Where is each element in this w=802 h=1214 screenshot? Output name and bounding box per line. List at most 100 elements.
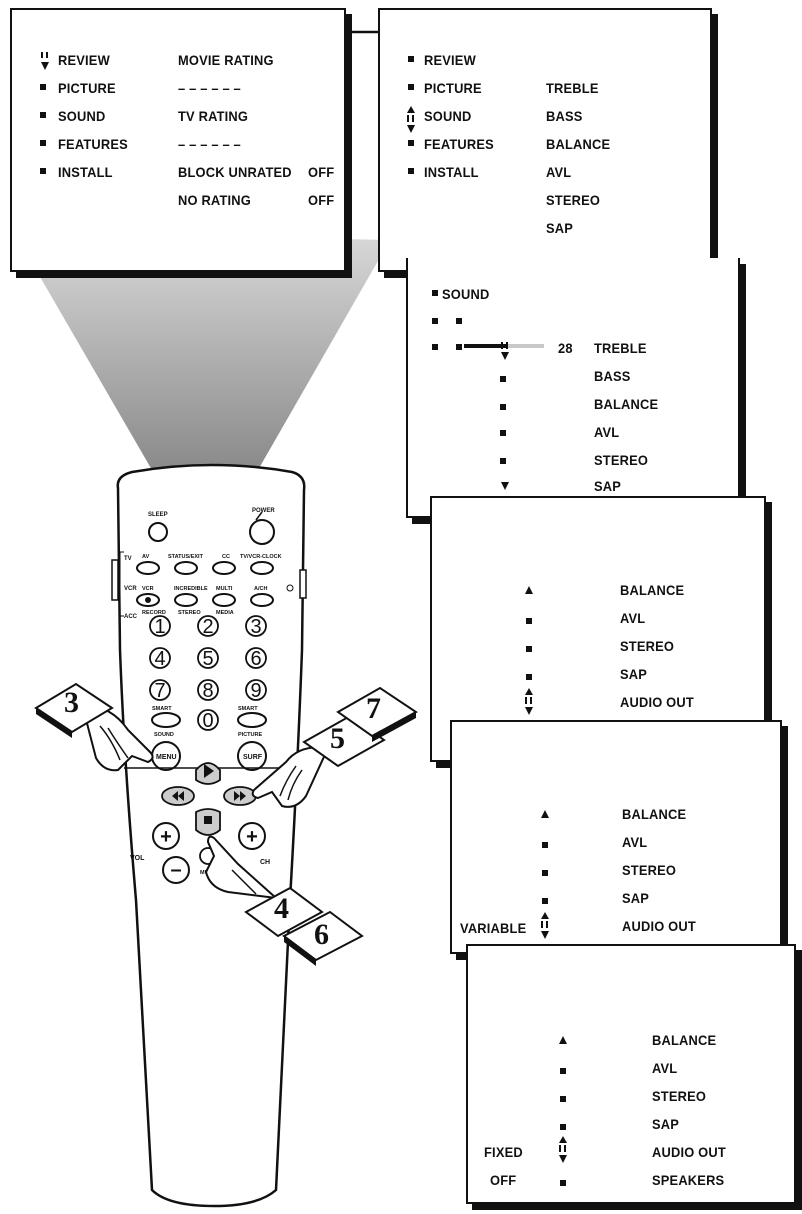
menu-item-features[interactable]: FEATURES	[58, 136, 128, 152]
audio-out-fixed-panel: BALANCE AVL STEREO SAP FIXED AUDIO OUT O…	[466, 944, 796, 1204]
tv-vcr-clock-button[interactable]	[250, 561, 274, 575]
volume-up-button[interactable]	[152, 822, 180, 850]
audio-item-avl[interactable]: AVL	[622, 834, 648, 850]
treble-level-bar[interactable]	[464, 344, 544, 348]
scroll-updown-icon	[406, 106, 416, 133]
smart-sound-button[interactable]	[151, 712, 181, 728]
volume-down-icon: –	[170, 859, 181, 881]
power-label: POWER	[252, 508, 275, 514]
menu-item-review[interactable]: REVIEW	[58, 52, 110, 68]
submenu-item-treble[interactable]: TREBLE	[546, 80, 599, 96]
audio-item-balance[interactable]: BALANCE	[622, 806, 687, 822]
incredible-stereo-button[interactable]	[174, 593, 198, 607]
audio-item-avl[interactable]: AVL	[652, 1060, 678, 1076]
smart-picture-top-label: SMART	[238, 706, 258, 712]
media-label: MEDIA	[216, 610, 234, 616]
digit-2-button[interactable]	[197, 615, 219, 637]
movie-rating-label[interactable]: MOVIE RATING	[178, 52, 274, 68]
scroll-up-icon	[524, 584, 534, 606]
sound-item-stereo[interactable]: STEREO	[594, 452, 649, 468]
audio-item-sap[interactable]: SAP	[652, 1116, 680, 1132]
menu-item-install[interactable]: INSTALL	[58, 164, 113, 180]
menu-item-picture[interactable]: PICTURE	[424, 80, 482, 96]
bullet	[500, 430, 506, 436]
side-switch[interactable]	[111, 559, 119, 601]
no-rating-label[interactable]: NO RATING	[178, 192, 251, 208]
menu-item-picture[interactable]: PICTURE	[58, 80, 116, 96]
bullet	[500, 404, 506, 410]
step-number-5: 5	[330, 722, 345, 755]
digit-1: 1	[154, 616, 165, 638]
sleep-label: SLEEP	[148, 512, 168, 518]
av-button[interactable]	[136, 561, 160, 575]
audio-item-audio-out[interactable]: AUDIO OUT	[622, 918, 696, 934]
audio-item-audio-out[interactable]: AUDIO OUT	[652, 1144, 726, 1160]
digit-8-button[interactable]	[197, 679, 219, 701]
menu-item-features[interactable]: FEATURES	[424, 136, 494, 152]
bullet	[542, 898, 548, 904]
light-icon	[286, 584, 294, 592]
submenu-item-stereo[interactable]: STEREO	[546, 192, 601, 208]
channel-up-button[interactable]	[238, 822, 266, 850]
audio-item-audio-out[interactable]: AUDIO OUT	[620, 694, 694, 710]
digit-9-button[interactable]	[245, 679, 267, 701]
sleep-button[interactable]	[148, 522, 168, 542]
side-switch-right[interactable]	[299, 569, 307, 599]
surf-button[interactable]	[237, 741, 267, 771]
audio-item-avl[interactable]: AVL	[620, 610, 646, 626]
digit-6-button[interactable]	[245, 647, 267, 669]
digit-1-button[interactable]	[149, 615, 171, 637]
bullet	[40, 140, 46, 146]
audio-item-sap[interactable]: SAP	[620, 666, 648, 682]
digit-0-button[interactable]	[197, 709, 219, 731]
bullet	[40, 84, 46, 90]
scroll-down-icon	[500, 480, 510, 502]
menu-item-sound[interactable]: SOUND	[58, 108, 106, 124]
sound-item-avl[interactable]: AVL	[594, 424, 620, 440]
audio-item-balance[interactable]: BALANCE	[620, 582, 685, 598]
cc-button[interactable]	[212, 561, 236, 575]
ach-button[interactable]	[250, 593, 274, 607]
submenu-item-sap[interactable]: SAP	[546, 220, 574, 236]
step-number-3: 3	[64, 686, 79, 719]
power-button[interactable]	[249, 519, 275, 545]
step-number-4: 4	[274, 892, 289, 925]
digit-4-button[interactable]	[149, 647, 171, 669]
digit-5-button[interactable]	[197, 647, 219, 669]
bullet	[542, 870, 548, 876]
tv-rating-label[interactable]: TV RATING	[178, 108, 249, 124]
audio-item-stereo[interactable]: STEREO	[652, 1088, 707, 1104]
audio-item-sap[interactable]: SAP	[622, 890, 650, 906]
ch-label: CH	[260, 859, 270, 866]
menu-item-sound[interactable]: SOUND	[424, 108, 472, 124]
audio-item-balance[interactable]: BALANCE	[652, 1032, 717, 1048]
tv-vcr-clock-label: TV/VCR-CLOCK	[240, 554, 282, 560]
audio-item-stereo[interactable]: STEREO	[620, 638, 675, 654]
submenu-item-avl[interactable]: AVL	[546, 164, 572, 180]
submenu-item-bass[interactable]: BASS	[546, 108, 583, 124]
status-exit-label: STATUS/EXIT	[168, 554, 204, 560]
sound-item-treble[interactable]: TREBLE	[594, 340, 647, 356]
sound-adjust-panel: SOUND 28 TREBLE BASS BALANCE AVL STEREO …	[406, 258, 740, 518]
digit-7-button[interactable]	[149, 679, 171, 701]
status-exit-button[interactable]	[174, 561, 198, 575]
multi-media-button[interactable]	[212, 593, 236, 607]
digit-9: 9	[250, 680, 261, 702]
sound-item-bass[interactable]: BASS	[594, 368, 631, 384]
submenu-item-balance[interactable]: BALANCE	[546, 136, 611, 152]
sound-item-balance[interactable]: BALANCE	[594, 396, 659, 412]
volume-down-button[interactable]	[162, 856, 190, 884]
menu-item-review[interactable]: REVIEW	[424, 52, 476, 68]
bullet	[408, 56, 414, 62]
block-unrated-label[interactable]: BLOCK UNRATED	[178, 164, 292, 180]
smart-picture-button[interactable]	[237, 712, 267, 728]
bullet	[542, 842, 548, 848]
audio-item-stereo[interactable]: STEREO	[622, 862, 677, 878]
menu-item-install[interactable]: INSTALL	[424, 164, 479, 180]
audio-item-speakers[interactable]: SPEAKERS	[652, 1172, 725, 1188]
sound-item-sap[interactable]: SAP	[594, 478, 622, 494]
step-number-7: 7	[366, 692, 381, 725]
digit-3: 3	[250, 616, 261, 638]
digit-3-button[interactable]	[245, 615, 267, 637]
